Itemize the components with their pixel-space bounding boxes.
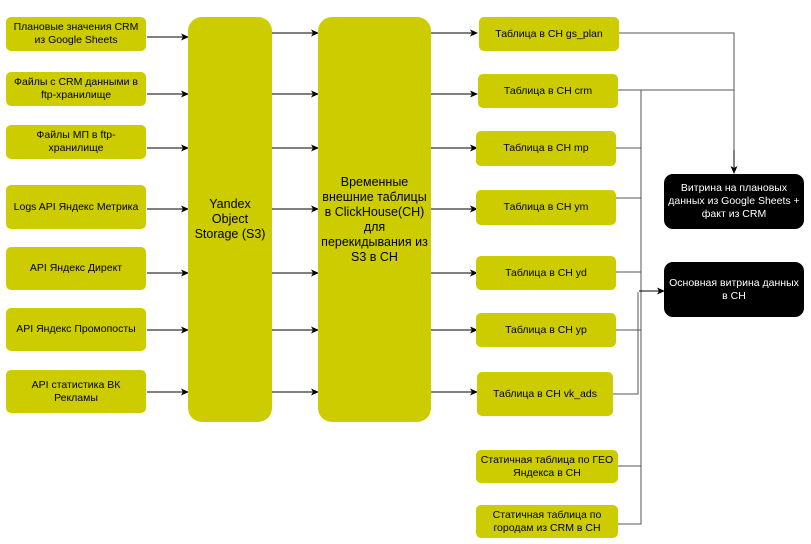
table-node[interactable]: Таблица в CH vk_ads (477, 372, 613, 416)
table-node[interactable]: Таблица в CH ym (476, 190, 616, 225)
source-label: API Яндекс Промопосты (16, 323, 136, 335)
table-label: Таблица в CH crm (503, 84, 593, 97)
table-node[interactable]: Таблица в CH gs_plan (479, 17, 619, 51)
source-node[interactable]: Logs API Яндекс Метрика (6, 185, 146, 229)
table-label: Таблица в CH yp (505, 323, 587, 336)
table-label: Статичная таблица по ГЕО Яндекса в CH (480, 453, 614, 479)
external-tables-node[interactable]: Временные внешние таблицы в ClickHouse(C… (318, 17, 431, 422)
source-node[interactable]: Файлы с CRM данными в ftp-хранилище (6, 72, 146, 106)
source-label: API Яндекс Директ (29, 262, 123, 274)
mart-label: Витрина на плановых данных из Google She… (668, 182, 800, 220)
source-node[interactable]: API статистика ВК Рекламы (6, 370, 146, 413)
source-label: Файлы МП в ftp-хранилище (36, 129, 116, 154)
table-label: Таблица в CH mp (503, 142, 589, 154)
table-label: Таблица в CH vk_ads (493, 387, 597, 400)
storage-label: Yandex Object Storage (S3) (194, 197, 266, 241)
table-node[interactable]: Таблица в CH yp (476, 313, 616, 347)
table-label: Статичная таблица по городам из CRM в CH (492, 508, 602, 534)
source-node[interactable]: API Яндекс Промопосты (6, 308, 146, 351)
table-node[interactable]: Таблица в CH yd (476, 256, 616, 290)
external-tables-label: Временные внешние таблицы в ClickHouse(C… (321, 174, 428, 264)
mart-node-main[interactable]: Основная витрина данных в CH (664, 262, 804, 317)
table-label: Таблица в CH ym (503, 201, 589, 213)
edge-gs-plan-to-mart-plan (618, 32, 735, 172)
table-label: Таблица в CH gs_plan (495, 27, 603, 40)
mart-node-plan[interactable]: Витрина на плановых данных из Google She… (664, 174, 804, 229)
source-label: API статистика ВК Рекламы (31, 378, 121, 404)
source-node[interactable]: Плановые значения CRM из Google Sheets (6, 17, 146, 51)
source-label: Файлы с CRM данными в ftp-хранилище (14, 76, 138, 101)
mart-label: Основная витрина данных в CH (669, 276, 799, 302)
source-label: Logs API Яндекс Метрика (13, 200, 139, 213)
edge-vk-trunk (613, 292, 639, 395)
edge-crm-trunk (618, 89, 642, 525)
source-label: Плановые значения CRM из Google Sheets (13, 21, 139, 46)
table-node[interactable]: Статичная таблица по городам из CRM в CH (476, 505, 618, 538)
table-node[interactable]: Статичная таблица по ГЕО Яндекса в CH (476, 450, 618, 483)
source-node[interactable]: Файлы МП в ftp-хранилище (6, 125, 146, 159)
storage-node[interactable]: Yandex Object Storage (S3) (188, 17, 272, 422)
source-node[interactable]: API Яндекс Директ (6, 247, 146, 290)
table-label: Таблица в CH yd (505, 266, 587, 279)
table-node[interactable]: Таблица в CH crm (478, 74, 618, 108)
table-node[interactable]: Таблица в CH mp (476, 131, 616, 166)
